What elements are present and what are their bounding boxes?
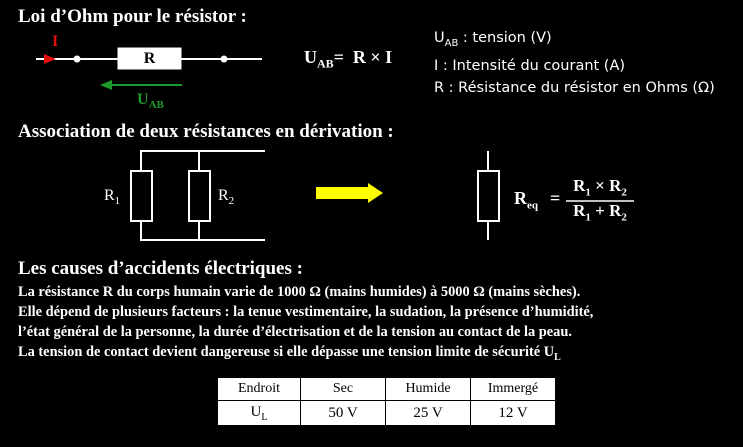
paragraph-line-2: Elle dépend de plusieurs facteurs : la t…: [18, 304, 594, 320]
parallel-title: Association de deux résistances en dériv…: [18, 121, 394, 142]
resistor-label: R: [143, 50, 156, 67]
table-header-cell: Immergé: [470, 377, 556, 401]
table-cell: 50 V: [300, 400, 386, 426]
legend-resistance: R : Résistance du résistor en Ohms (Ω): [434, 79, 715, 96]
paragraph-line-3: l’état général de la personne, la durée …: [18, 324, 572, 340]
parallel-circuit: [130, 150, 500, 241]
accidents-paragraph: La résistance R du corps humain varie de…: [18, 282, 740, 368]
paragraph-line-1: La résistance R du corps humain varie de…: [18, 284, 581, 300]
resistor-req: [477, 170, 500, 222]
resistor-r1: [130, 170, 153, 222]
table-header-cell: Humide: [385, 377, 471, 401]
ohm-circuit: [36, 47, 262, 90]
req-label: Req: [514, 188, 538, 212]
resistor-r2: [188, 170, 211, 222]
table-cell: 12 V: [470, 400, 556, 426]
table-header-cell: Sec: [300, 377, 386, 401]
legend-current: I : Intensité du courant (A): [434, 57, 626, 74]
voltage-label: UAB: [137, 91, 164, 112]
ohm-law-title: Loi d’Ohm pour le résistor :: [18, 6, 247, 27]
table-row-label: UL: [217, 400, 301, 426]
table-header-row: Endroit Sec Humide Immergé: [217, 377, 556, 401]
yellow-arrow-icon: [316, 183, 383, 203]
current-arrow-icon: [44, 54, 56, 64]
r2-label: R2: [218, 187, 235, 208]
fraction-denominator: R1 + R2: [573, 201, 627, 224]
r1-label: R1: [104, 187, 121, 208]
node-a: [73, 55, 81, 63]
req-equals: =: [550, 188, 561, 208]
legend-tension: UAB : tension (V): [434, 30, 552, 49]
current-label: I: [52, 33, 59, 50]
resistor-box: [117, 47, 182, 70]
voltage-limits-table: Endroit Sec Humide Immergé UL 50 V 25 V …: [217, 377, 556, 426]
ohm-formula: UAB= R × I: [304, 47, 393, 71]
paragraph-line-4: La tension de contact devient dangereuse…: [18, 344, 561, 363]
table-header-cell: Endroit: [217, 377, 301, 401]
ohm-legend: UAB : tension (V) I : Intensité du coura…: [434, 27, 715, 99]
voltage-arrow-icon: [100, 80, 112, 90]
table-cell: 25 V: [385, 400, 471, 426]
node-b: [220, 55, 228, 63]
fraction-numerator: R1 × R2: [573, 176, 627, 199]
accidents-title: Les causes d’accidents électriques :: [18, 258, 303, 279]
table-row: UL 50 V 25 V 12 V: [217, 400, 556, 426]
